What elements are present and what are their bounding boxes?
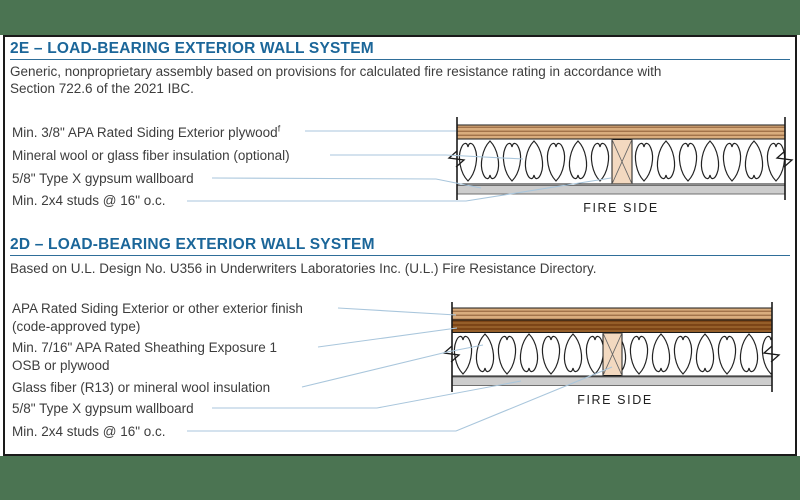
- section-2d-heading: 2D – LOAD-BEARING EXTERIOR WALL SYSTEM: [10, 236, 375, 253]
- callout-2d-studs: Min. 2x4 studs @ 16" o.c.: [12, 424, 166, 439]
- section-2d-rule: [10, 255, 790, 256]
- section-2e-description-line1: Generic, nonproprietary assembly based o…: [10, 64, 662, 79]
- section-2e-rule: [10, 59, 790, 60]
- callout-2d-sheathing: Min. 7/16" APA Rated Sheathing Exposure …: [12, 340, 277, 373]
- callout-2e-siding: Min. 3/8" APA Rated Siding Exterior plyw…: [12, 123, 281, 140]
- section-2d-description-line1: Based on U.L. Design No. U356 in Underwr…: [10, 261, 597, 276]
- fire-side-label-2e: FIRE SIDE: [583, 201, 659, 215]
- section-2e-description-line2: Section 722.6 of the 2021 IBC.: [10, 81, 194, 96]
- callout-2d-siding: APA Rated Siding Exterior or other exter…: [12, 301, 303, 334]
- footnote-marker: f: [277, 123, 281, 134]
- section-2d-description: Based on U.L. Design No. U356 in Underwr…: [10, 260, 597, 277]
- callout-2e-studs: Min. 2x4 studs @ 16" o.c.: [12, 193, 166, 208]
- callout-2d-insulation: Glass fiber (R13) or mineral wool insula…: [12, 380, 271, 395]
- section-2e-description: Generic, nonproprietary assembly based o…: [10, 63, 661, 97]
- bottom-green-band: [0, 456, 800, 500]
- top-green-band: [0, 0, 800, 35]
- callout-2d-gypsum: 5/8" Type X gypsum wallboard: [12, 401, 194, 416]
- callout-2e-gypsum: 5/8" Type X gypsum wallboard: [12, 171, 194, 186]
- callout-2e-insulation: Mineral wool or glass fiber insulation (…: [12, 148, 290, 163]
- fire-side-label-2d: FIRE SIDE: [577, 393, 653, 407]
- section-2e-heading: 2E – LOAD-BEARING EXTERIOR WALL SYSTEM: [10, 40, 374, 57]
